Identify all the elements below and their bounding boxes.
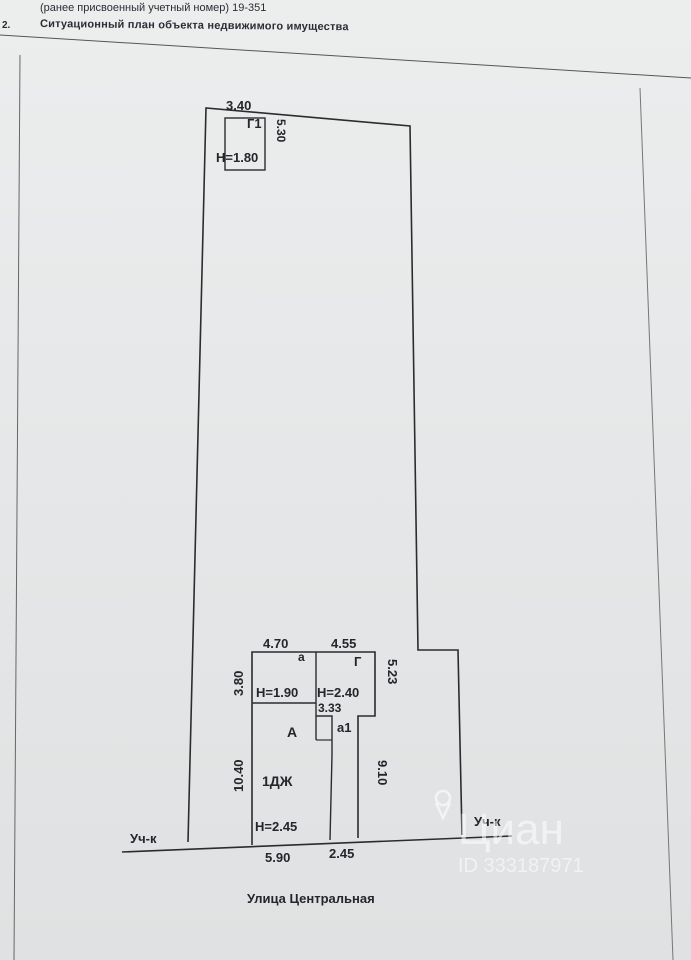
street-line	[121, 835, 513, 853]
label-g-width: 4.55	[331, 636, 356, 651]
plot-boundary	[187, 107, 463, 843]
label-a-depth: 3.80	[231, 671, 246, 696]
label-g: Г	[354, 654, 362, 669]
frame-left-line	[13, 54, 21, 960]
street-name: Улица Центральная	[247, 891, 375, 906]
label-a-height: Н=1.90	[256, 685, 298, 700]
prior-number-line: (ранее присвоенный учетный номер) 19-351	[40, 2, 267, 14]
label-house-height: Н=2.45	[255, 819, 297, 834]
label-house-width: 5.90	[265, 850, 290, 865]
label-g1: Г1	[247, 116, 262, 131]
label-house-depth: 10.40	[231, 759, 246, 792]
label-a: а	[298, 650, 305, 664]
label-plot-left: Уч-к	[130, 831, 157, 846]
building-g1-outline	[224, 117, 266, 171]
label-a1: а1	[337, 720, 351, 735]
label-g1-width: 3.40	[226, 98, 251, 113]
watermark-brand: Циан	[458, 805, 564, 854]
label-house-code: 1ДЖ	[262, 773, 293, 789]
label-a1-width: 3.33	[318, 701, 342, 715]
label-g1-height: Н=1.80	[216, 150, 258, 165]
label-a-width: 4.70	[263, 636, 288, 651]
watermark-id: ID 333187971	[458, 855, 584, 877]
label-a1-front: 2.45	[329, 846, 354, 861]
wall-a1	[316, 715, 333, 841]
label-g-depth: 5.23	[385, 659, 400, 684]
label-a1-depth: 9.10	[375, 760, 390, 785]
label-plot-right: Уч-к	[474, 814, 501, 829]
label-house: А	[287, 724, 297, 740]
location-pin-icon	[434, 789, 452, 821]
header-rule	[0, 34, 691, 79]
house-outline	[251, 651, 376, 845]
label-g1-depth: 5.30	[274, 119, 288, 143]
section-number: 2.	[2, 20, 11, 31]
label-g-height: Н=2.40	[317, 685, 359, 700]
frame-right-line	[639, 87, 674, 960]
watermark: Циан ID 333187971	[434, 789, 584, 877]
